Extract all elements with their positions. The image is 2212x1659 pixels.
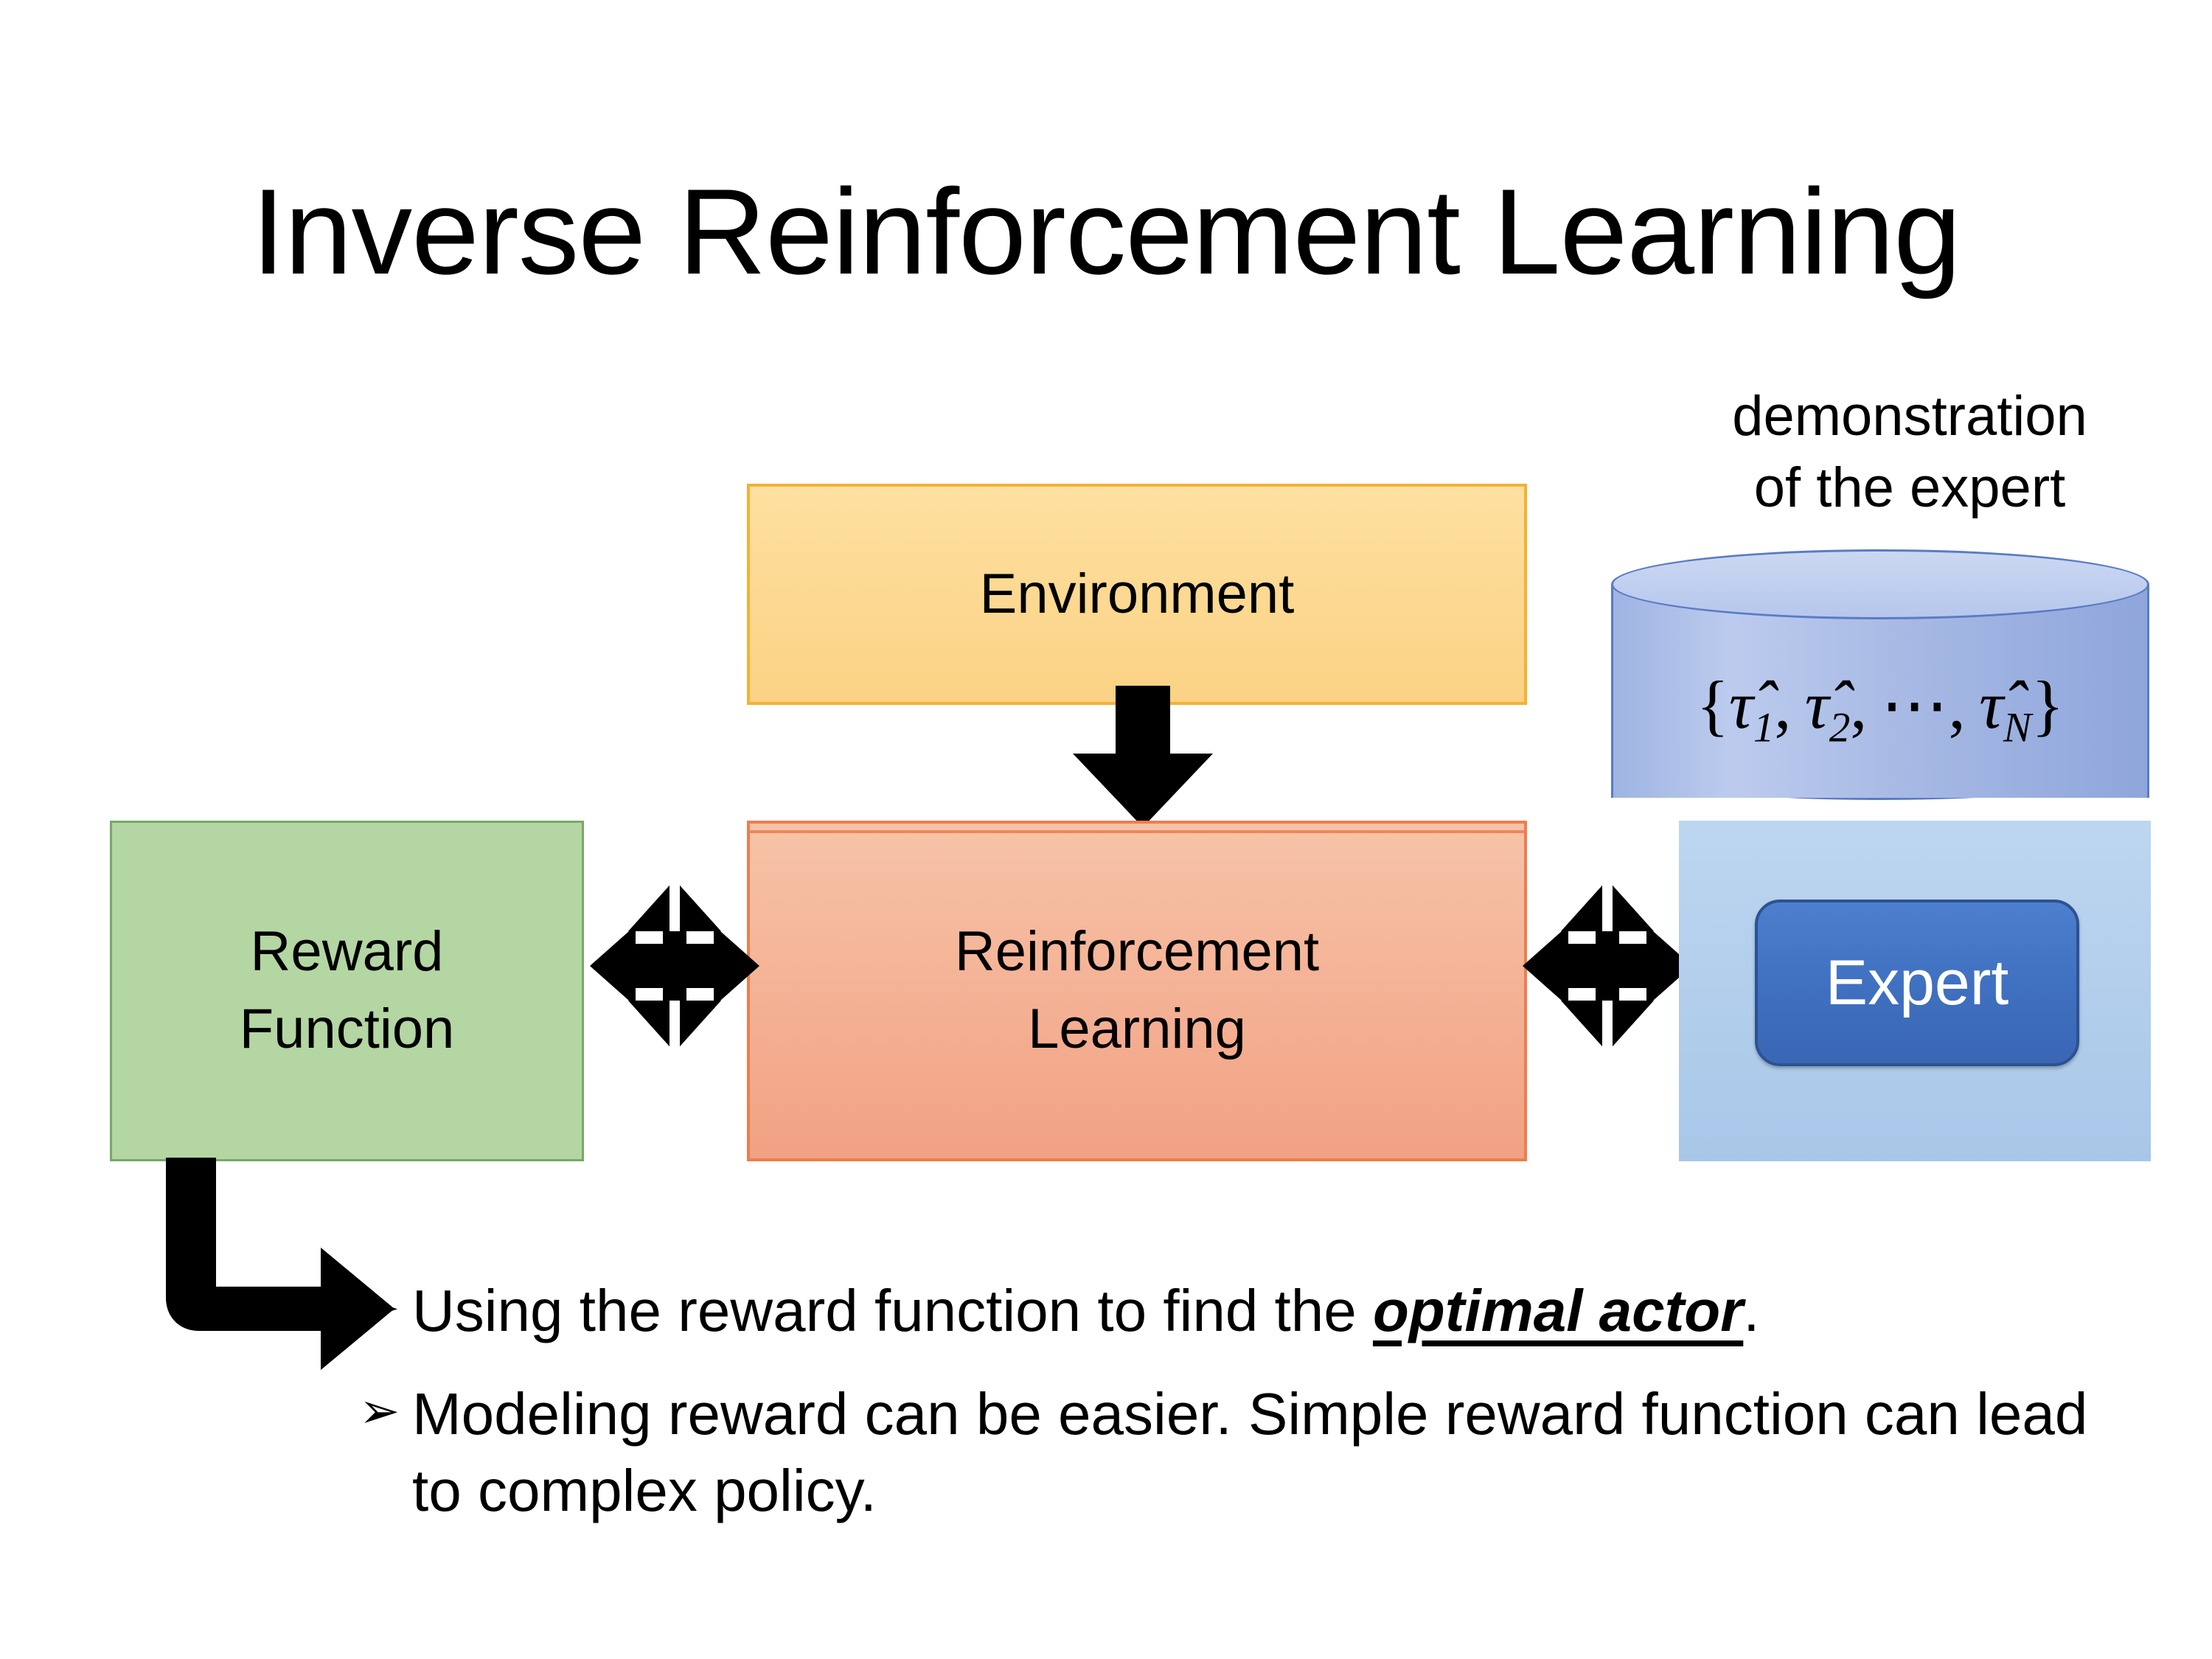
environment-node: Environment bbox=[747, 484, 1527, 705]
bullet-text-2: Modeling reward can be easier. Simple re… bbox=[412, 1381, 2088, 1523]
bullet-arrow-icon: ➢ bbox=[359, 1280, 400, 1335]
formula-sub-1: 1 bbox=[1753, 704, 1775, 751]
rl-node-top-accent-line bbox=[750, 830, 1524, 833]
list-item: ➢ Modeling reward can be easier. Simple … bbox=[359, 1376, 2099, 1529]
formula-comma-3: , bbox=[1948, 667, 1966, 742]
reward-to-bullets-elbow-arrow-icon bbox=[166, 1158, 394, 1370]
formula-comma-2: , bbox=[1850, 667, 1868, 742]
expert-node-label: Expert bbox=[1825, 947, 2009, 1018]
rl-node-label-line2: Learning bbox=[1028, 998, 1246, 1060]
bullet-arrow-icon: ➢ bbox=[359, 1383, 400, 1438]
trajectory-set-formula: {τ̂1, τ̂2, ⋯, τ̂N} bbox=[1611, 671, 2149, 748]
environment-node-label: Environment bbox=[979, 562, 1295, 625]
formula-sub-n: N bbox=[2003, 704, 2032, 751]
rl-expert-four-way-arrow-icon bbox=[1523, 880, 1692, 1052]
list-item: ➢ Using the reward function to find the … bbox=[359, 1273, 2099, 1349]
bullet-1-suffix: . bbox=[1743, 1278, 1760, 1343]
demonstration-cylinder-icon: {τ̂1, τ̂2, ⋯, τ̂N} bbox=[1611, 549, 2149, 830]
cylinder-body bbox=[1611, 584, 2149, 798]
rl-node-label-line1: Reinforcement bbox=[954, 920, 1320, 984]
formula-open-brace: { bbox=[1696, 667, 1729, 742]
formula-close-brace: } bbox=[2031, 667, 2065, 742]
demonstration-caption-line2: of the expert bbox=[1753, 456, 2066, 520]
bullet-1-prefix: Using the reward function to find the bbox=[412, 1278, 1373, 1343]
bullet-list: ➢ Using the reward function to find the … bbox=[359, 1273, 2099, 1556]
formula-ellipsis: ⋯ bbox=[1880, 667, 1949, 742]
expert-node: Expert bbox=[1755, 900, 2079, 1066]
formula-tau-2: τ̂ bbox=[1804, 667, 1829, 742]
formula-tau-1: τ̂ bbox=[1728, 667, 1753, 742]
formula-comma-1: , bbox=[1774, 667, 1792, 742]
bullet-text-1: Using the reward function to find the op… bbox=[412, 1273, 2099, 1349]
formula-sub-2: 2 bbox=[1829, 704, 1851, 751]
bullet-1-emphasis: optimal actor bbox=[1372, 1278, 1744, 1343]
page-title: Inverse Reinforcement Learning bbox=[251, 164, 1961, 299]
cylinder-top-ellipse bbox=[1611, 549, 2149, 619]
demonstration-caption-line1: demonstration bbox=[1732, 385, 2087, 448]
reward-function-node: Reward Function bbox=[110, 821, 584, 1161]
formula-tau-n: τ̂ bbox=[1979, 667, 2004, 742]
reward-function-node-label-line2: Function bbox=[239, 998, 455, 1060]
reward-rl-four-way-arrow-icon bbox=[590, 880, 759, 1052]
demonstration-caption: demonstration of the expert bbox=[1607, 380, 2212, 524]
reward-function-node-label-line1: Reward bbox=[250, 920, 444, 984]
environment-to-rl-arrow-icon bbox=[1073, 686, 1213, 827]
reinforcement-learning-node: Reinforcement Learning bbox=[747, 821, 1527, 1161]
